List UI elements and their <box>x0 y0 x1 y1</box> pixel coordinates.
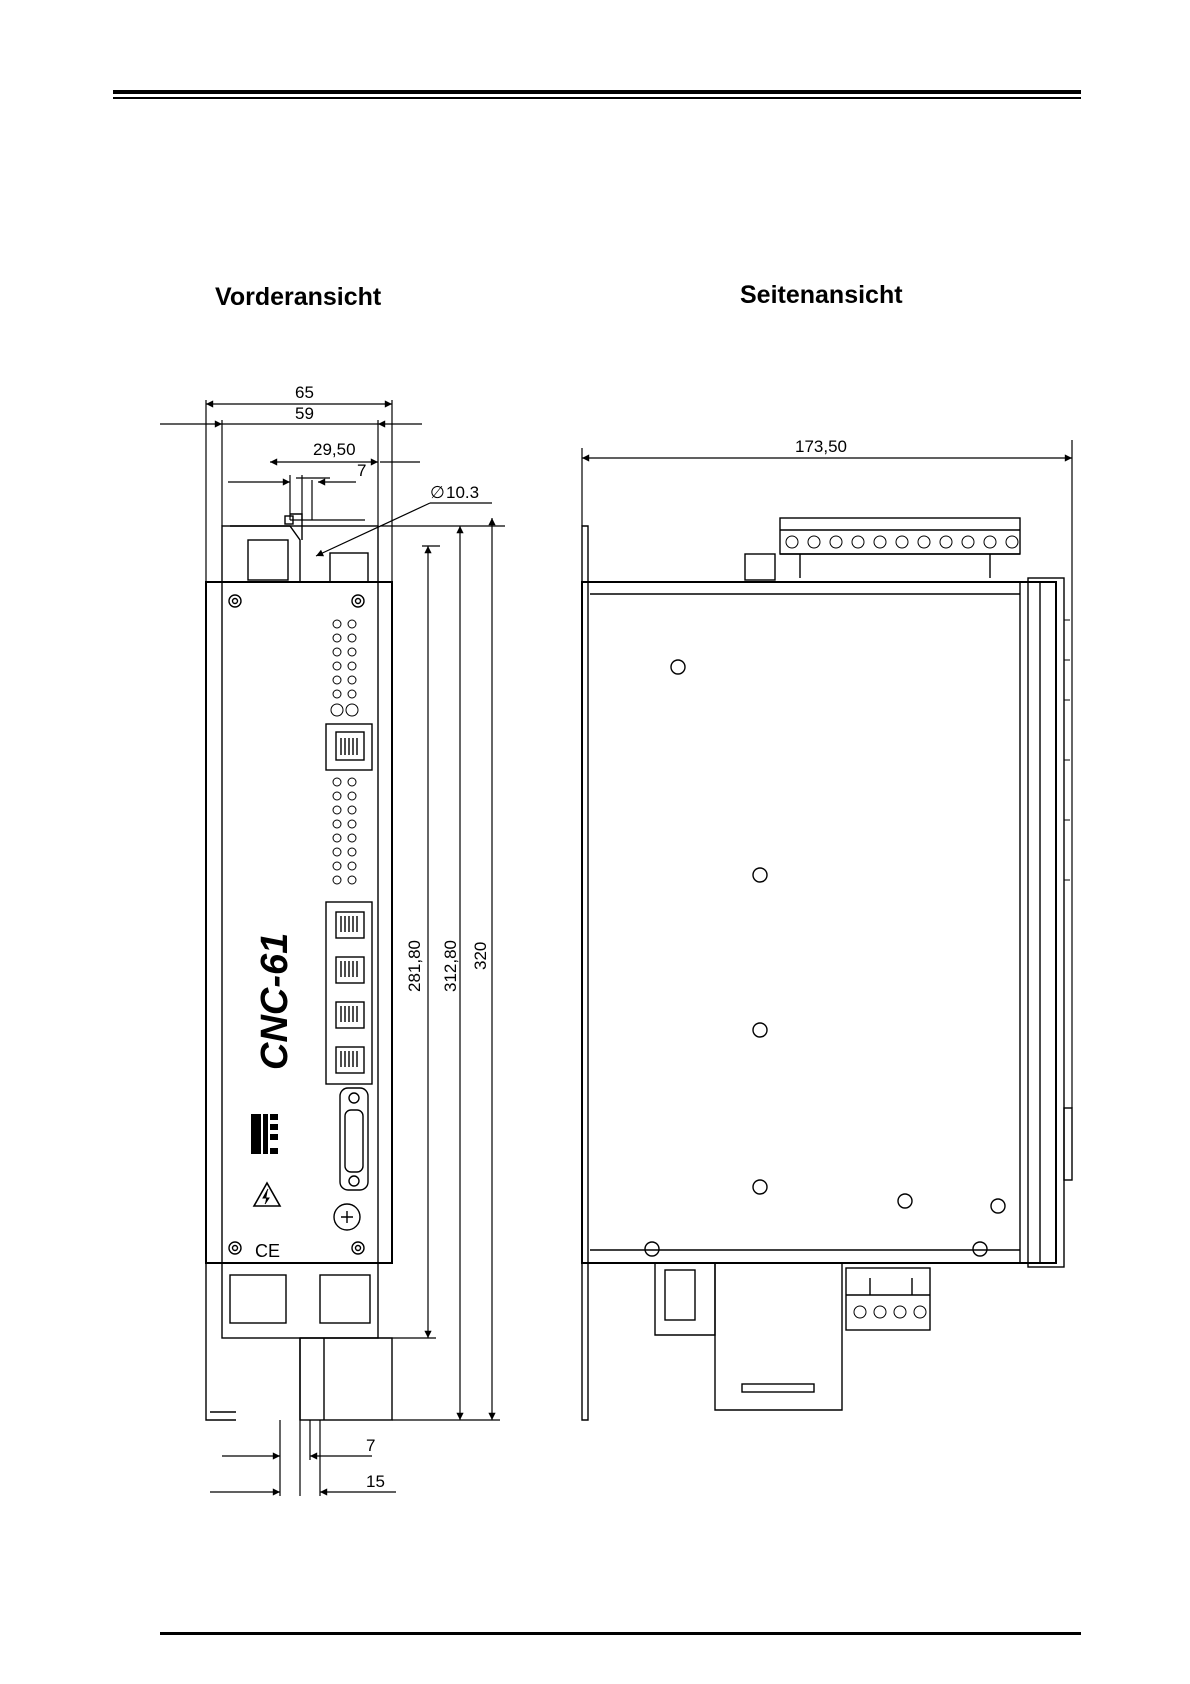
dim-height-mid: 312,80 <box>441 940 460 992</box>
side-holes <box>645 660 1005 1256</box>
diameter-symbol: ∅ <box>430 483 445 502</box>
dim-bottom-large: 15 <box>366 1472 385 1491</box>
side-dimensions <box>582 440 1072 1108</box>
dim-height-total: 320 <box>471 942 490 970</box>
manufacturer-logo <box>251 1114 278 1154</box>
dim-top-offset: 29,50 <box>313 440 356 459</box>
product-model-label: CNC-61 <box>254 933 296 1070</box>
footer-rule <box>160 1632 1081 1635</box>
side-housing <box>582 582 1056 1263</box>
dim-width-total: 65 <box>295 383 314 402</box>
dim-hole-diameter: 10.3 <box>446 483 479 502</box>
dim-height-inner: 281,80 <box>405 940 424 992</box>
led-column-top <box>331 620 358 716</box>
dsub-connector <box>340 1088 368 1190</box>
top-terminal-block <box>745 518 1020 580</box>
led-column-bottom <box>333 778 356 884</box>
dim-top-small: 7 <box>357 461 366 480</box>
rj-connector-top <box>326 724 372 770</box>
front-view <box>206 514 392 1420</box>
ground-screw <box>334 1204 360 1230</box>
warning-icon <box>254 1183 280 1206</box>
dim-depth: 173,50 <box>795 437 847 456</box>
heatsink-fins <box>1064 620 1070 880</box>
bottom-side-connectors <box>655 1263 930 1410</box>
rj-connector-block <box>326 902 372 1084</box>
dim-bottom-small: 7 <box>366 1436 375 1455</box>
dim-width-inner: 59 <box>295 404 314 423</box>
corner-screws <box>229 595 364 1254</box>
top-connector <box>222 514 378 582</box>
ce-mark: CE <box>255 1241 280 1261</box>
bottom-connector <box>206 1263 392 1420</box>
side-view <box>582 518 1072 1420</box>
